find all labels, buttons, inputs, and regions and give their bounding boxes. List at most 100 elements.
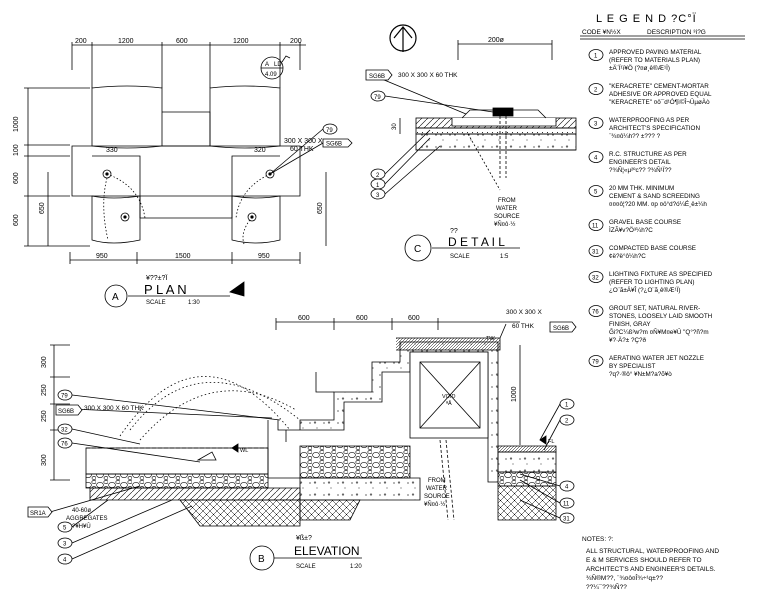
plan-section-ref-top: A — [265, 62, 269, 68]
legend-desc-line: ÌZÃ¥v?Ö³¼h?C — [609, 225, 653, 234]
elev-scale: 1:20 — [350, 564, 362, 570]
svg-text:2: 2 — [376, 173, 380, 179]
plan-dim-right-inner: 650 — [317, 202, 324, 214]
elev-dim-left-1: 300 — [41, 356, 48, 368]
elev-title: ELEVATION — [294, 544, 360, 558]
detail-title: D E T A I L — [448, 235, 505, 249]
detail-dim-30: 30 — [392, 123, 398, 130]
plan-section-ref-mid: LD — [274, 62, 282, 68]
plan-title: P L A N — [144, 282, 187, 297]
legend-desc-line: R.C. STRUCTURE AS PER — [609, 151, 687, 158]
plan-label-cn: ¥??±?Ï — [146, 274, 167, 282]
elev-tag-left: 4 — [57, 553, 73, 565]
svg-text:B: B — [258, 554, 265, 565]
elev-tag-left: 76 — [57, 437, 73, 449]
svg-text:SG6B: SG6B — [58, 409, 74, 415]
elev-agg-1: 40-60ø — [72, 508, 91, 514]
legend-code-bubble — [588, 271, 604, 283]
detail-scale: 1:5 — [500, 254, 509, 260]
elev-right-tags: 1 2 4 11 31 — [559, 398, 575, 524]
elev-void-2: ªÅ — [446, 400, 452, 407]
elev-tag-code: 76 — [61, 442, 68, 448]
elev-tag-code: 4 — [63, 558, 67, 564]
detail-source-2: WATER — [496, 206, 518, 212]
detail-tag-1: 1 — [370, 178, 386, 190]
elev-wl: WL — [240, 448, 248, 454]
plan-dim-bottom-2: 1500 — [175, 253, 191, 260]
elev-tag-right: 11 — [559, 497, 575, 509]
elev-scale-label: SCALE — [296, 564, 316, 570]
legend-desc-line: COMPACTED BASE COURSE — [609, 245, 696, 252]
elev-tag-right: 1 — [559, 398, 575, 410]
elev-source-2: WATER — [426, 486, 448, 492]
legend-code-bubble — [588, 117, 604, 129]
plan-dim-top-2: 1200 — [118, 38, 134, 45]
plan-texts: 200 1200 600 1200 200 1000 100 600 600 6… — [13, 38, 324, 306]
elev-dim-top-3: 600 — [408, 315, 420, 322]
legend-desc-line: ?¾Ñ¦«µ²ºc?? ?¾Ñ¹Ï?? — [609, 165, 672, 174]
legend-col-desc: DESCRIPTION ³í?G — [647, 29, 706, 36]
detail-texts: 200ø 300 X 300 X 60 THK 30 FROM WATER SO… — [392, 37, 520, 260]
legend-code: 3 — [594, 122, 598, 128]
elev-tag-code: 4 — [565, 485, 569, 491]
detail-tag-79: 79 — [370, 90, 386, 102]
elev-tag-sr1a: SR1A — [27, 506, 53, 518]
elev-tag-bubble — [57, 521, 73, 533]
notes-line-2: E & M SERVICES SHOULD REFER TO — [586, 557, 702, 564]
legend-frame — [580, 35, 745, 40]
legend-desc-line: (REFER TO LIGHTING PLAN) — [609, 279, 695, 286]
elevation-view — [49, 318, 561, 560]
legend-title: L E G E N D ?C°Ï — [596, 13, 697, 25]
elev-dim-top-1: 600 — [298, 315, 310, 322]
svg-text:79: 79 — [326, 128, 333, 134]
legend-code: 32 — [592, 276, 599, 282]
detail-tile-label: 300 X 300 X 60 THK — [398, 72, 458, 79]
plan-dim-bottom-1: 950 — [96, 253, 108, 260]
plan-marker: A — [104, 284, 128, 308]
legend-code: 79 — [592, 360, 599, 366]
elev-tag-sg6b-left: SG6B — [55, 404, 83, 416]
elev-agg-3: ?¥H¥Û — [72, 523, 91, 530]
elev-tag-left: 5 — [57, 521, 73, 533]
notes-line-5: ??¼¯??¾Ñ?? — [586, 582, 627, 591]
legend-desc-line: Ği?C¼ß³w?m ¤Ñ¥M¤e¥Û "Q°?ñ?m — [609, 327, 709, 336]
svg-text:SG6B: SG6B — [553, 326, 569, 332]
elev-tag-code: 31 — [563, 517, 570, 523]
legend-code: 76 — [592, 310, 599, 316]
legend-desc-line: "KERACRETE" ¤ô¯d¹Ó¶ì©Î¬ÛµøÀò — [609, 97, 710, 106]
detail-label-cn: ?? — [450, 228, 458, 235]
legend-code-bubble — [588, 151, 604, 163]
legend-desc-line: ARCHITECT'S SPECIFICATION — [609, 125, 700, 132]
plan-dim-top-1: 200 — [75, 38, 87, 45]
detail-tag-sg6b: SG6B — [365, 69, 393, 81]
plan-dim-top-4: 1200 — [233, 38, 249, 45]
plan-scale-label: SCALE — [146, 300, 166, 306]
legend-code-bubble — [588, 355, 604, 367]
elev-dim-right: 1000 — [511, 386, 518, 402]
elev-tag-right: 31 — [559, 512, 575, 524]
legend-desc-line: ?q?·®ô° ¥N±M?a?õ¥ò — [609, 370, 672, 378]
legend-item: 32 LIGHTING FIXTURE AS SPECIFIED(REFER TO… — [588, 271, 713, 294]
notes-line-1: ALL STRUCTURAL, WATERPROOFING AND — [586, 548, 719, 555]
elev-tag-sg6b-right: SG6B — [549, 321, 577, 333]
svg-text:SG6B: SG6B — [369, 74, 385, 80]
elev-tile-label-right-2: 60 THK — [512, 323, 535, 330]
plan-dim-top-5: 200 — [290, 38, 302, 45]
legend-desc-line: 20 MM THK. MINIMUM — [609, 185, 674, 192]
legend-desc-line: LIGHTING FIXTURE AS SPECIFIED — [609, 271, 713, 278]
detail-source-4: ¥Ñ¤ô·½ — [494, 221, 515, 228]
plan-dim-top-3: 600 — [176, 38, 188, 45]
elev-tag-code: 11 — [563, 502, 570, 508]
elev-tag-code: 1 — [565, 403, 569, 409]
elev-tag-left: 3 — [57, 537, 73, 549]
plan-tile-label-1: 300 X 300 X — [284, 138, 323, 145]
elev-void-1: VOID — [442, 394, 455, 400]
elev-tag-code: 2 — [565, 419, 569, 425]
elev-tag-bubble — [57, 553, 73, 565]
legend-code-bubble — [588, 305, 604, 317]
